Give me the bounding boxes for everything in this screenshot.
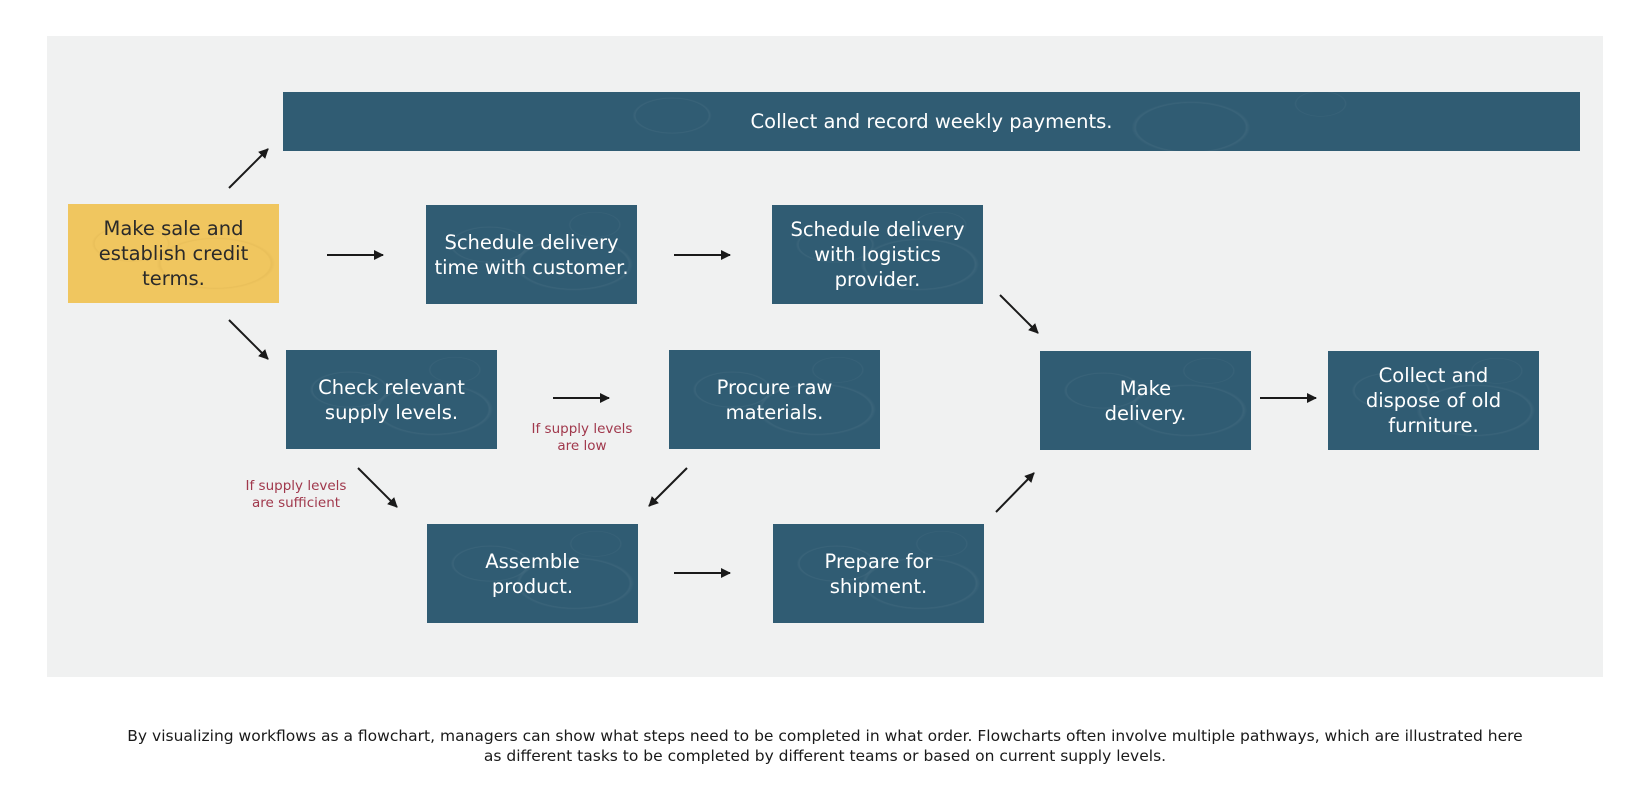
check-supply-box: Check relevant supply levels. xyxy=(286,350,497,449)
arrow-procure-to-assemble xyxy=(648,467,688,507)
figure-caption: By visualizing workflows as a flowchart,… xyxy=(127,727,1523,765)
arrow-sale-to-check-supply xyxy=(228,319,269,360)
schedule-customer-box: Schedule delivery time with customer. xyxy=(426,205,637,304)
schedule-logistics-label: Schedule delivery with logistics provide… xyxy=(790,218,965,291)
make-sale-label: Make sale and establish credit terms. xyxy=(98,217,249,290)
assemble-box: Assemble product. xyxy=(427,524,638,623)
schedule-customer-label: Schedule delivery time with customer. xyxy=(434,230,629,279)
prepare-box: Prepare for shipment. xyxy=(773,524,984,623)
assemble-label: Assemble product. xyxy=(485,549,580,598)
collect-payments-box: Collect and record weekly payments. xyxy=(283,92,1580,151)
make-delivery-label: Make delivery. xyxy=(1104,376,1187,425)
arrow-check-to-assemble xyxy=(357,467,398,508)
check-supply-label: Check relevant supply levels. xyxy=(318,375,465,424)
collect-dispose-box: Collect and dispose of old furniture. xyxy=(1328,351,1539,450)
prepare-label: Prepare for shipment. xyxy=(824,549,933,598)
condition-sufficient-label: If supply levels are sufficient xyxy=(245,478,347,511)
collect-payments-label: Collect and record weekly payments. xyxy=(750,110,1113,133)
procure-box: Procure raw materials. xyxy=(669,350,880,449)
make-delivery-box: Make delivery. xyxy=(1040,351,1251,450)
arrow-logistics-to-delivery xyxy=(999,294,1039,334)
condition-low-label: If supply levels are low xyxy=(531,421,633,454)
procure-label: Procure raw materials. xyxy=(716,375,833,424)
arrow-sale-to-payments xyxy=(228,148,269,189)
make-sale-box: Make sale and establish credit terms. xyxy=(68,204,279,303)
schedule-logistics-box: Schedule delivery with logistics provide… xyxy=(772,205,983,304)
arrow-prepare-to-delivery xyxy=(995,472,1035,513)
collect-dispose-label: Collect and dispose of old furniture. xyxy=(1365,364,1502,437)
